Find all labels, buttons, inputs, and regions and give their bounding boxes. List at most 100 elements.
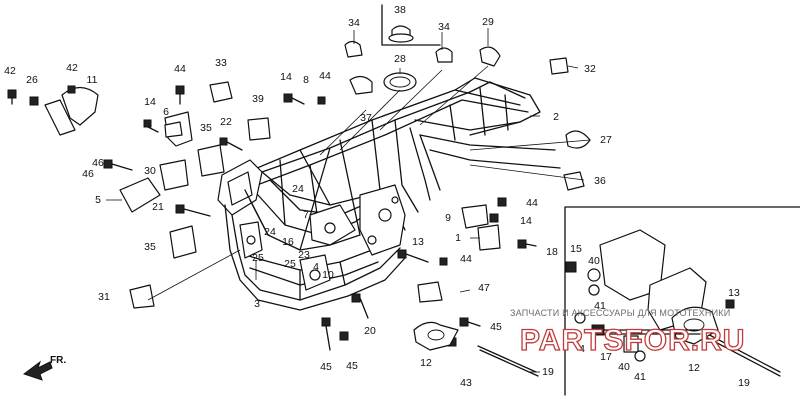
callout-44: 44: [460, 253, 472, 265]
bolt-14a: [143, 119, 159, 133]
bracket-12b: [671, 306, 719, 345]
bolt-45a: [321, 317, 331, 351]
callout-18: 18: [546, 246, 558, 258]
bracket-32: [549, 57, 569, 75]
watermark-logo: PARTSFOR.RU: [520, 324, 745, 357]
band-28: [383, 72, 417, 92]
callout-14: 14: [144, 96, 156, 108]
callout-17: 17: [600, 351, 612, 363]
bracket-31: [129, 284, 155, 309]
callout-1: 1: [455, 232, 461, 244]
bracket-5: [119, 177, 161, 213]
callout-32: 32: [584, 63, 596, 75]
callout-12: 12: [688, 362, 700, 374]
callout-33: 33: [215, 57, 227, 69]
callout-28: 28: [394, 53, 406, 65]
callout-6: 6: [163, 106, 169, 118]
mount-35a: [197, 144, 225, 177]
callout-4: 4: [313, 261, 319, 273]
bolt-13b: [725, 299, 735, 309]
callout-20: 20: [364, 325, 376, 337]
callout-11: 11: [87, 74, 98, 86]
callout-3: 3: [254, 298, 260, 310]
callout-21: 21: [152, 201, 164, 213]
callout-4: 4: [579, 343, 585, 355]
watermark-caption: ЗАПЧАСТИ И АКСЕССУАРЫ ДЛЯ МОТОТЕХНИКИ: [510, 308, 730, 318]
bolt-44d: [497, 197, 507, 207]
callout-44: 44: [174, 63, 186, 75]
callout-44: 44: [526, 197, 538, 209]
callout-labels: 38 34 34 29 28 32 2 27 36 42 26 42 11 44…: [4, 4, 750, 389]
callout-40: 40: [618, 361, 630, 373]
bolt-42b: [67, 85, 76, 94]
callout-14: 14: [280, 71, 292, 83]
callout-25: 25: [284, 258, 296, 270]
callout-42: 42: [66, 62, 78, 74]
cable-clips: [344, 25, 591, 191]
bolt-44b: [317, 96, 326, 105]
bracket-lower-11: [44, 99, 76, 136]
callout-35: 35: [144, 241, 156, 253]
callout-47: 47: [478, 282, 490, 294]
callout-34: 34: [438, 21, 450, 33]
bolt-45b: [339, 331, 349, 341]
bolt-18: [517, 239, 537, 249]
callout-24: 24: [264, 226, 276, 238]
callout-41: 41: [594, 300, 606, 312]
bracket-12a: [413, 321, 459, 351]
clip-34a: [344, 40, 363, 58]
mount-35b: [169, 225, 197, 259]
plate-47: [417, 281, 443, 303]
callout-36: 36: [594, 175, 606, 187]
pivot-bolt-19a: [477, 345, 537, 373]
bolt-22: [219, 137, 243, 151]
collar-40b: [623, 335, 639, 353]
callout-30: 30: [144, 165, 156, 177]
lower-brackets: [413, 204, 501, 351]
bolt-46: [103, 159, 133, 171]
bolt-44c: [439, 257, 448, 266]
callout-44: 44: [319, 70, 331, 82]
callout-34: 34: [348, 17, 360, 29]
callout-14: 14: [520, 215, 532, 227]
clip-29: [479, 46, 501, 67]
callout-15: 15: [570, 243, 582, 255]
bolt-21: [175, 204, 211, 217]
clip-34b: [435, 47, 453, 63]
callout-26: 26: [26, 74, 38, 86]
callout-45: 45: [346, 360, 358, 372]
callout-12: 12: [420, 357, 432, 369]
collar-41a: [588, 284, 600, 296]
bracket-1: [477, 224, 501, 251]
callout-40: 40: [588, 255, 600, 267]
bolt-20: [351, 293, 369, 319]
detail-inset-frame: [564, 206, 800, 396]
bolt-13a: [397, 249, 429, 263]
callout-35: 35: [200, 122, 212, 134]
callout-19: 19: [542, 366, 554, 378]
watermark: ЗАПЧАСТИ И АКСЕССУАРЫ ДЛЯ МОТОТЕХНИКИ PA…: [510, 308, 745, 358]
callout-5: 5: [95, 194, 101, 206]
callout-46: 46: [92, 157, 104, 169]
bolt-15: [565, 261, 577, 273]
callout-43: 43: [460, 377, 472, 389]
callout-37: 37: [360, 112, 372, 124]
bracket-9: [461, 204, 489, 229]
callout-42: 42: [4, 65, 16, 77]
mount-30: [159, 159, 189, 191]
callout-22: 22: [220, 116, 232, 128]
callout-45: 45: [490, 321, 502, 333]
bolt-26: [29, 96, 39, 106]
bolt-44a: [175, 85, 185, 105]
callout-46: 46: [82, 168, 94, 180]
callout-29: 29: [482, 16, 494, 28]
callout-31: 31: [98, 291, 110, 303]
callout-41: 41: [634, 371, 646, 383]
callout-13: 13: [412, 236, 424, 248]
callout-7: 7: [303, 209, 309, 221]
bolt-14b: [283, 93, 305, 105]
callout-27: 27: [600, 134, 612, 146]
bolt-14c: [489, 213, 499, 223]
callout-45: 45: [320, 361, 332, 373]
